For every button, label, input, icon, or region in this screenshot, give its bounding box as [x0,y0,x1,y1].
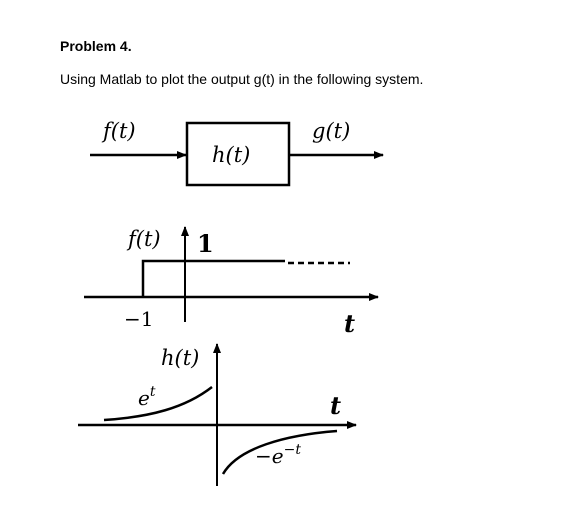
block-label: h(t) [212,143,250,167]
output-label: g(t) [312,119,350,143]
h-x-label: t [330,391,341,420]
problem-statement: Using Matlab to plot the output g(t) in … [60,71,424,87]
h-plot: h(t) et −e−t t [78,343,357,486]
h-right-label: −e−t [255,442,301,468]
f-x-label: t [344,309,355,338]
h-y-label: h(t) [161,346,199,370]
f-tick-label: −1 [124,307,153,331]
f-plot: f(t) 1 −1 t [84,226,379,338]
h-right-curve [221,429,338,475]
problem-heading: Problem 4. [60,38,132,54]
h-right-base: −e [255,444,284,468]
f-pulse [141,259,285,297]
block-diagram: f(t) h(t) g(t) [90,119,384,187]
h-left-exponent: t [150,384,156,400]
h-right-exponent: −t [284,442,302,458]
h-left-base: e [138,386,150,410]
f-level-label: 1 [197,229,214,258]
f-y-label: f(t) [126,227,161,251]
h-left-label: et [138,384,156,410]
input-label: f(t) [101,119,136,143]
h-left-curve [103,386,213,422]
system-block [185,121,291,187]
